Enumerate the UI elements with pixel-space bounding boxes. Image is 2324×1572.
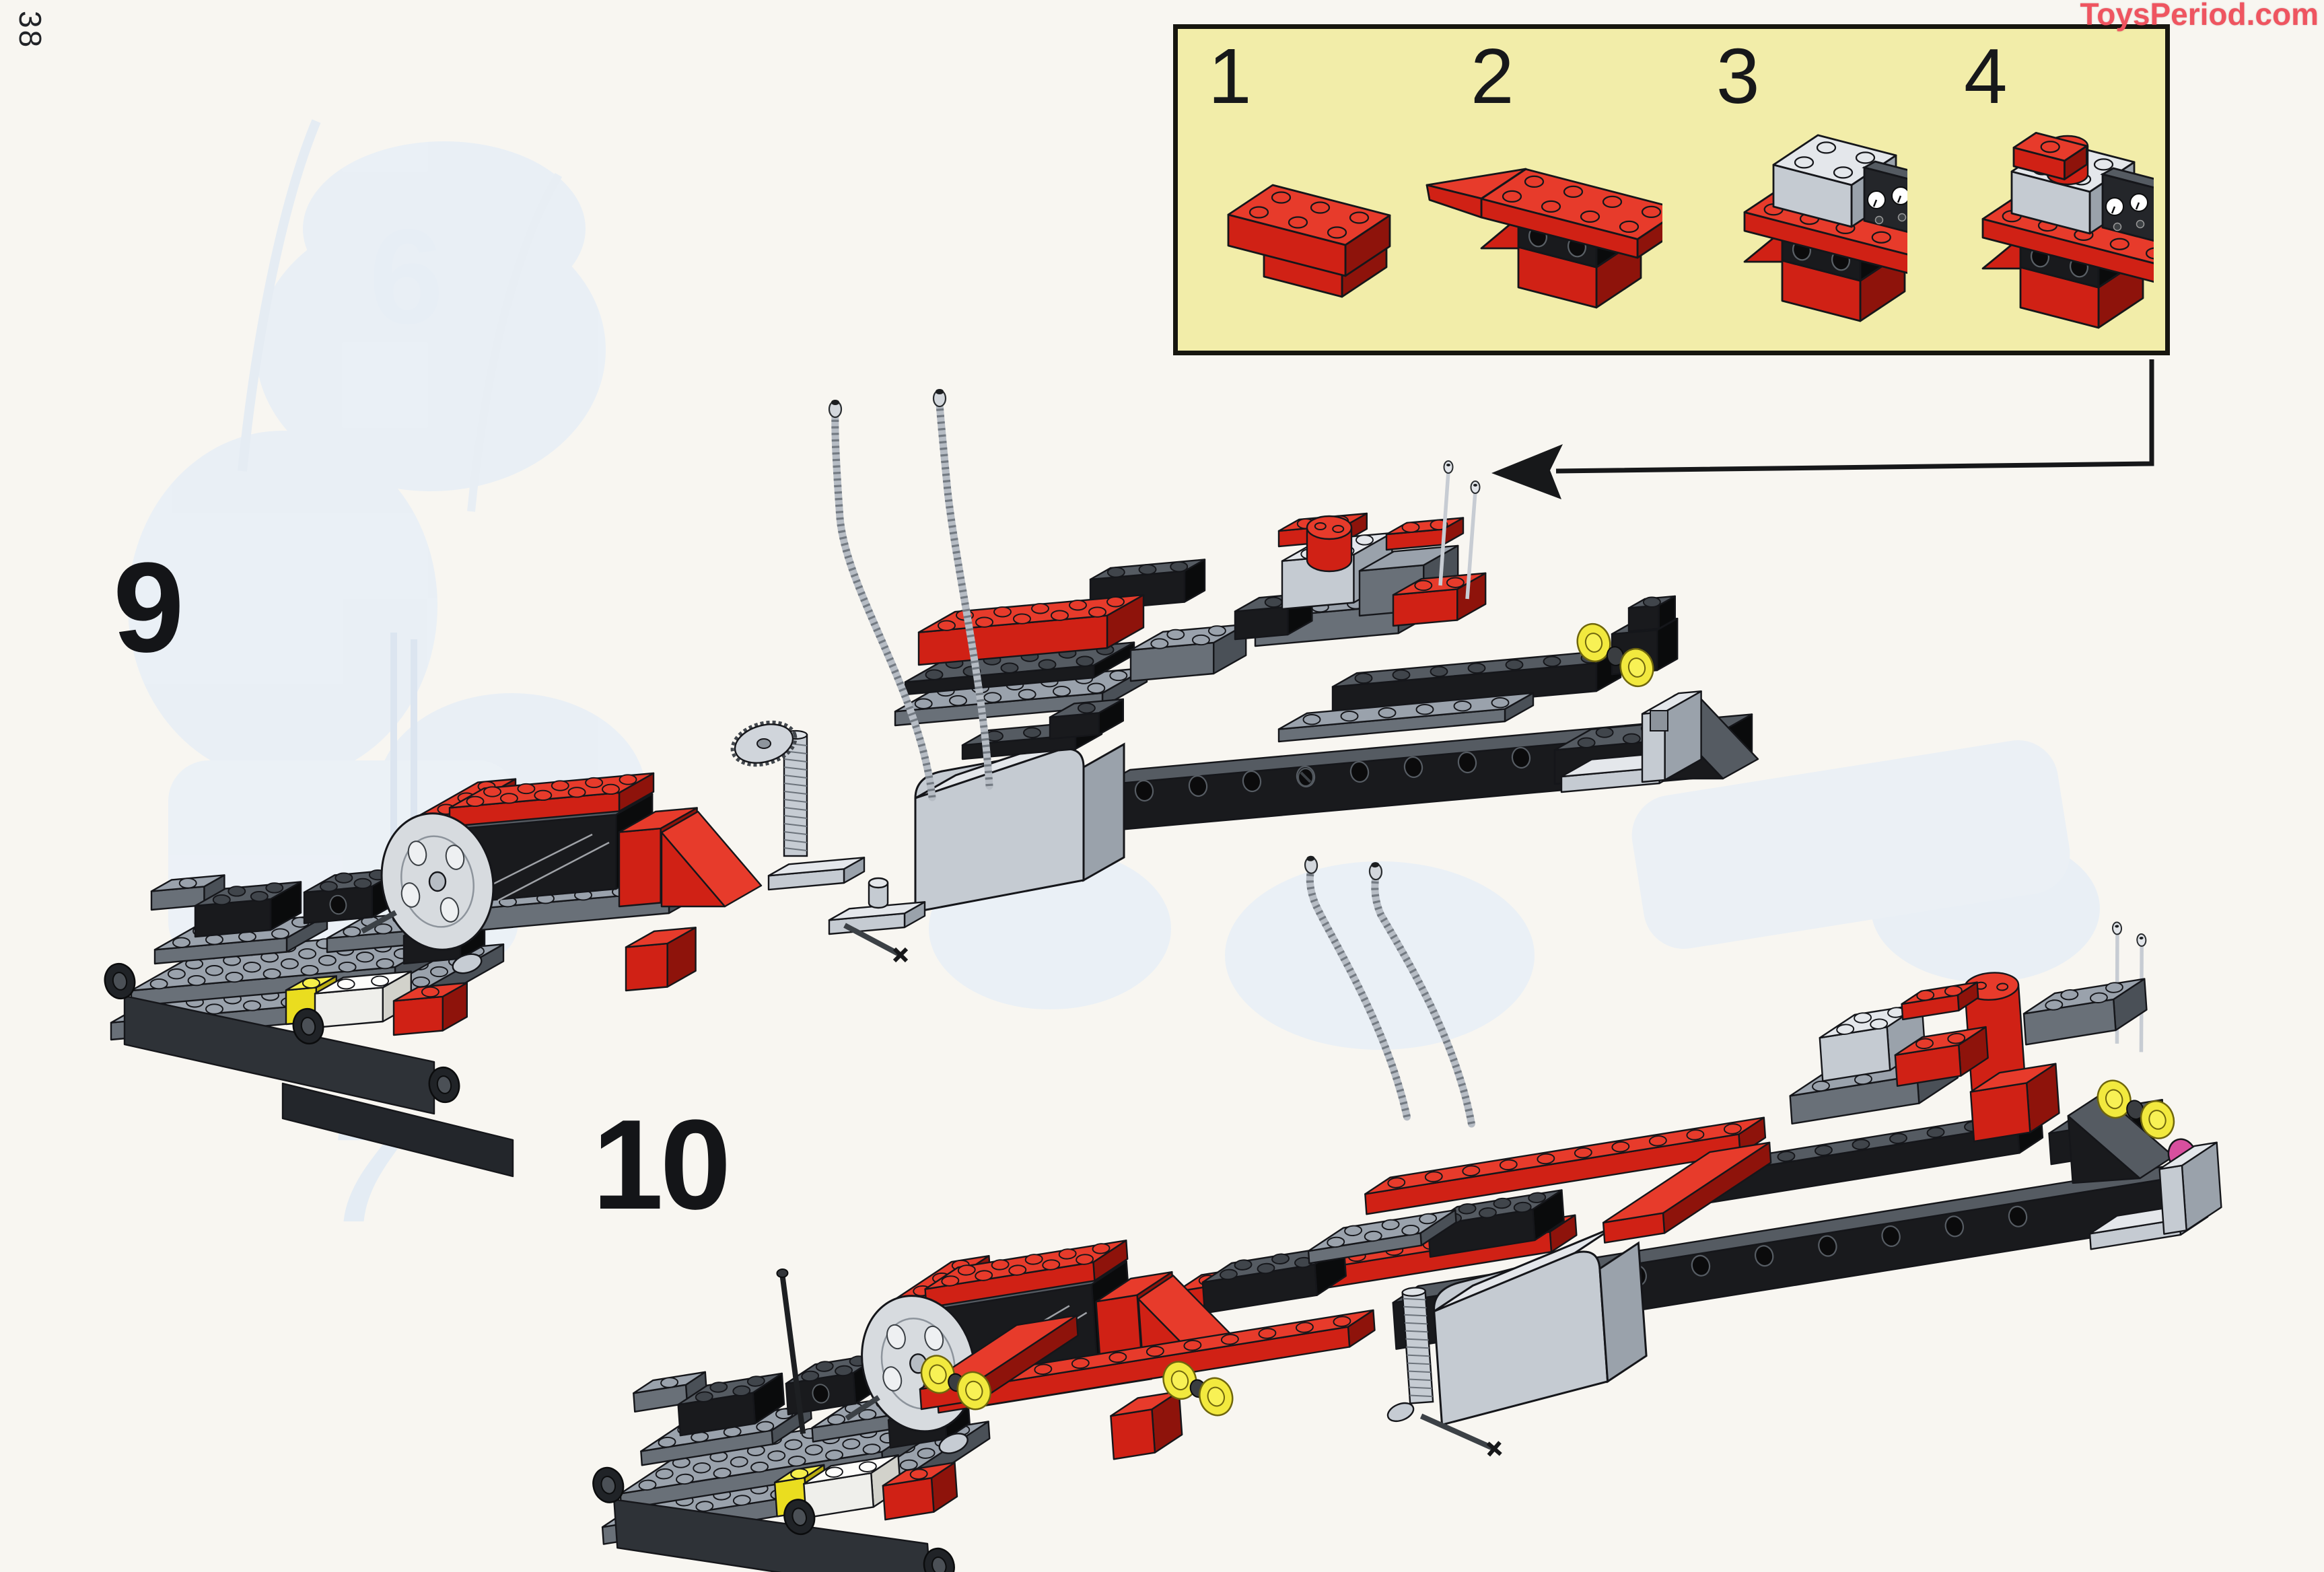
callout-arrow-icon bbox=[1491, 359, 2154, 499]
subassembly-illustration-2 bbox=[1425, 168, 1662, 309]
subassembly-illustration-1 bbox=[1227, 184, 1391, 298]
callout-step-number-2: 2 bbox=[1471, 32, 1514, 120]
ghost-artifacts bbox=[128, 119, 2100, 1050]
model-9-illustration bbox=[104, 389, 1759, 1178]
page-number: 38 bbox=[13, 11, 48, 50]
subassembly-illustration-3 bbox=[1743, 134, 1907, 322]
callout-panel: 1 2 3 4 bbox=[1173, 24, 2170, 355]
subassembly-illustration-4 bbox=[1981, 132, 2154, 329]
model-10-illustration bbox=[592, 855, 2222, 1572]
step-10-label: 10 bbox=[592, 1094, 731, 1236]
callout-step-number-3: 3 bbox=[1716, 32, 1760, 120]
step-9-label: 9 bbox=[113, 536, 184, 679]
callout-step-number-1: 1 bbox=[1208, 32, 1252, 120]
watermark-text: ToysPeriod.com bbox=[2080, 0, 2319, 32]
callout-step-number-4: 4 bbox=[1964, 32, 2008, 120]
